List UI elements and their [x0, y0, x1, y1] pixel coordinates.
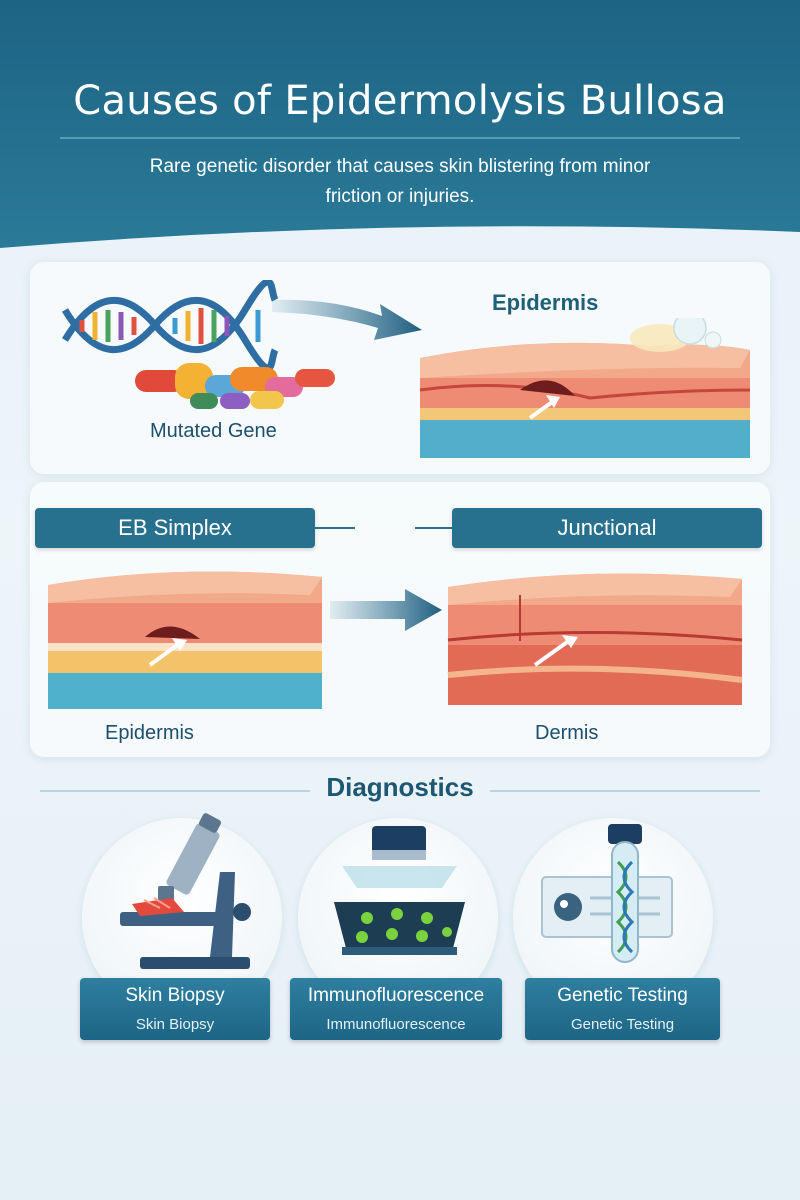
skin-layers-top-illustration: [419, 318, 751, 458]
immunofluorescence-subtitle: Immunofluorescence: [326, 1016, 466, 1033]
test-tube-dna-icon: [541, 824, 673, 963]
page-subtitle: Rare genetic disorder that causes skin b…: [149, 156, 651, 207]
epidermis-top-label: Epidermis: [492, 290, 599, 315]
skin-layers-junctional-illustration: [447, 573, 743, 705]
diagnostics-divider: [40, 790, 760, 792]
skin-layers-simplex-illustration: [48, 571, 322, 709]
microscope-icon: [120, 813, 251, 969]
immunofluorescence-title: Immunofluorescence: [307, 985, 485, 1006]
immunofluorescence-card: Immunofluorescence Immunofluorescence: [290, 978, 502, 1040]
junctional-tag: Junctional: [452, 508, 762, 548]
genetic-testing-card: Genetic Testing Genetic Testing: [525, 978, 720, 1040]
diagnostics-title: Diagnostics: [326, 772, 474, 802]
dna-arrow-icon: [272, 299, 422, 340]
epidermis-left-label: Epidermis: [105, 722, 194, 744]
eb-simplex-tag: EB Simplex: [35, 508, 315, 548]
skin-biopsy-title: Skin Biopsy: [125, 985, 225, 1006]
types-arrow-icon: [330, 589, 442, 631]
dermis-right-label: Dermis: [535, 722, 599, 744]
fluorescence-plate-icon: [334, 826, 465, 955]
tag-connector-line: [315, 527, 455, 529]
skin-biopsy-subtitle: Skin Biopsy: [135, 1016, 215, 1033]
page-title: Causes of Epidermolysis Bullosa: [73, 78, 727, 124]
protein-cluster-icon: [135, 363, 335, 409]
mutated-gene-label: Mutated Gene: [150, 420, 277, 442]
skin-biopsy-card: Skin Biopsy Skin Biopsy: [80, 978, 270, 1040]
header-background: [0, 0, 800, 248]
genetic-testing-title: Genetic Testing: [557, 985, 688, 1006]
header-banner: Causes of Epidermolysis Bullosa Rare gen…: [0, 0, 800, 260]
genetic-testing-subtitle: Genetic Testing: [570, 1016, 675, 1033]
